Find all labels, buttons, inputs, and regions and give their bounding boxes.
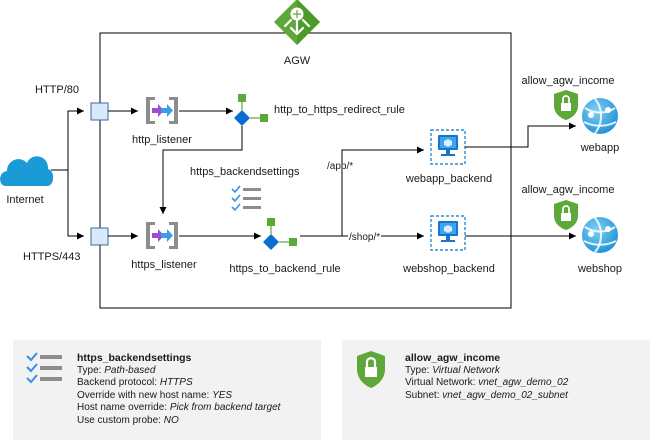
http-port-label: HTTP/80 [35,84,80,96]
nsg-panel-shield-icon [357,351,385,388]
webshop-backend-label: webshop_backend [403,263,495,275]
nsg-panel-title: allow_agw_income [405,352,501,364]
backend-settings-label: https_backendsettings [190,166,300,178]
app-route-label: /app/* [327,161,354,172]
listener-to-rule-arrows [179,107,261,240]
http-listener-icon [146,97,178,124]
backend-settings-panel: https_backendsettings Type: Path-based B… [13,340,321,440]
nsg-row-type: Type: Virtual Network [405,364,500,376]
backend-rule-label: https_to_backend_rule [229,263,341,275]
settings-row-host-override: Host name override: Pick from backend ta… [77,402,281,414]
webshop-globe-icon [582,217,618,253]
agw-label: AGW [283,55,311,67]
https-port-label: HTTPS/443 [23,251,81,263]
http-listener-label: http_listener [132,134,192,146]
redirect-rule-icon [234,94,268,126]
settings-row-custom-probe: Use custom probe: NO [77,414,179,426]
nsg-row-vnet: Virtual Network: vnet_agw_demo_02 [405,377,569,389]
webapp-backend-label: webapp_backend [405,173,493,185]
webapp-label: webapp [580,142,620,154]
webapp-backend-icon [430,129,466,165]
settings-row-protocol: Backend protocol: HTTPS [77,377,193,389]
https-port-box [90,227,109,246]
backend-settings-icon [231,185,261,212]
redirect-rule-label: http_to_https_redirect_rule [274,104,405,116]
settings-row-type: Type: Path-based [77,364,156,376]
settings-row-override-host: Override with new host name: YES [77,389,233,401]
webshop-nsg-label: allow_agw_income [521,184,615,196]
backend-settings-panel-title: https_backendsettings [77,352,192,364]
backend-settings-panel-icon [26,352,62,384]
webapp-nsg-label: allow_agw_income [521,75,615,87]
backend-rule-icon [263,218,297,250]
cloud-icon [0,156,54,186]
internet-label: Internet [6,194,44,206]
https-listener-label: https_listener [131,259,197,271]
internet-connections [51,107,84,240]
application-gateway-icon [274,0,320,45]
shop-route-label: /shop/* [348,231,382,244]
http-port-box [90,102,109,121]
port-to-listener-arrows [108,107,138,240]
https-listener-icon [146,222,178,249]
nsg-panel: allow_agw_income Type: Virtual Network V… [342,340,650,440]
webshop-backend-icon [430,215,466,251]
backend-to-app-arrows [465,122,576,240]
webapp-nsg-shield-icon [554,90,578,120]
webapp-globe-icon [582,98,618,134]
nsg-row-subnet: Subnet: vnet_agw_demo_02_subnet [405,389,568,401]
rule-to-backend-routes [300,146,424,240]
webshop-nsg-shield-icon [554,200,578,230]
webshop-label: webshop [577,263,623,275]
redirect-to-https-connector [159,126,243,214]
